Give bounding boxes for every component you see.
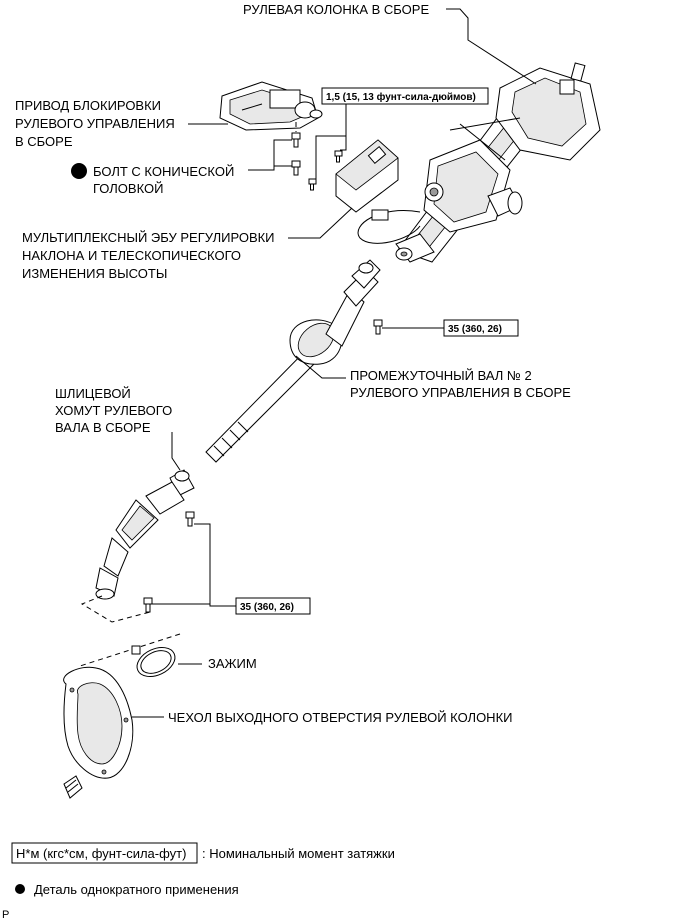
label-taper-bolt: БОЛТ С КОНИЧЕСКОЙ ГОЛОВКОЙ — [71, 163, 234, 196]
label-ecu: МУЛЬТИПЛЕКСНЫЙ ЭБУ РЕГУЛИРОВКИ НАКЛОНА И… — [22, 230, 275, 281]
torque-upper-text: 35 (360, 26) — [448, 324, 502, 335]
tilt-telescopic-ecu-drawing — [308, 139, 399, 213]
svg-text:ШЛИЦЕВОЙ: ШЛИЦЕВОЙ — [55, 386, 131, 401]
label-clamp: ЗАЖИМ — [208, 656, 257, 671]
legend-torque-unit: Н*м (кгс*см, фунт-сила-фут) — [16, 846, 186, 861]
svg-text:ПРИВОД БЛОКИРОВКИ: ПРИВОД БЛОКИРОВКИ — [15, 98, 161, 113]
clamp-drawing — [131, 645, 176, 678]
legend-torque: Н*м (кгс*см, фунт-сила-фут) : Номинальны… — [11, 842, 395, 864]
svg-text:В СБОРЕ: В СБОРЕ — [15, 134, 73, 149]
hole-cover-drawing — [63, 666, 134, 799]
label-lock-actuator: ПРИВОД БЛОКИРОВКИ РУЛЕВОГО УПРАВЛЕНИЯ В … — [15, 98, 175, 149]
non-reusable-mark-icon — [71, 163, 87, 179]
torque-lower-text: 35 (360, 26) — [240, 602, 294, 613]
torque-box-lower: 35 (360, 26) — [235, 597, 311, 615]
label-spline-yoke: ШЛИЦЕВОЙ ХОМУТ РУЛЕВОГО ВАЛА В СБОРЕ — [55, 386, 172, 435]
steering-column-drawing — [357, 62, 601, 263]
footer-mark: P — [2, 909, 9, 921]
svg-text:РУЛЕВОГО УПРАВЛЕНИЯ: РУЛЕВОГО УПРАВЛЕНИЯ — [15, 116, 175, 131]
legend-non-reusable-text: Деталь однократного применения — [34, 882, 239, 897]
svg-text:НАКЛОНА И ТЕЛЕСКОПИЧЕСКОГО: НАКЛОНА И ТЕЛЕСКОПИЧЕСКОГО — [22, 248, 241, 263]
svg-text:ХОМУТ РУЛЕВОГО: ХОМУТ РУЛЕВОГО — [55, 403, 172, 418]
intermediate-shaft-drawing — [205, 259, 381, 463]
svg-text:БОЛТ С КОНИЧЕСКОЙ: БОЛТ С КОНИЧЕСКОЙ — [93, 164, 234, 179]
svg-text:МУЛЬТИПЛЕКСНЫЙ ЭБУ РЕГУЛИРОВКИ: МУЛЬТИПЛЕКСНЫЙ ЭБУ РЕГУЛИРОВКИ — [22, 230, 275, 245]
svg-text:ВАЛА В СБОРЕ: ВАЛА В СБОРЕ — [55, 420, 151, 435]
svg-text:ИЗМЕНЕНИЯ ВЫСОТЫ: ИЗМЕНЕНИЯ ВЫСОТЫ — [22, 266, 167, 281]
torque-ecu-text: 1,5 (15, 13 фунт-сила-дюймов) — [326, 91, 476, 103]
svg-text:ГОЛОВКОЙ: ГОЛОВКОЙ — [93, 181, 163, 196]
torque-box-ecu: 1,5 (15, 13 фунт-сила-дюймов) — [321, 87, 489, 105]
label-steering-column: РУЛЕВАЯ КОЛОНКА В СБОРЕ — [243, 2, 429, 17]
leader-lines — [132, 8, 537, 718]
shaft-bolt-upper — [373, 319, 383, 335]
label-hole-cover: ЧЕХОЛ ВЫХОДНОГО ОТВЕРСТИЯ РУЛЕВОЙ КОЛОНК… — [168, 710, 513, 725]
shaft-bolt-lower-a — [185, 511, 195, 527]
taper-head-bolts — [291, 122, 301, 176]
shaft-bolt-lower-b — [143, 597, 153, 613]
legend-torque-desc: : Номинальный момент затяжки — [202, 846, 395, 861]
label-intermediate-shaft: ПРОМЕЖУТОЧНЫЙ ВАЛ № 2 РУЛЕВОГО УПРАВЛЕНИ… — [350, 368, 571, 400]
spline-yoke-drawing — [95, 469, 195, 600]
svg-text:РУЛЕВОГО УПРАВЛЕНИЯ В СБОРЕ: РУЛЕВОГО УПРАВЛЕНИЯ В СБОРЕ — [350, 385, 571, 400]
svg-text:ПРОМЕЖУТОЧНЫЙ ВАЛ № 2: ПРОМЕЖУТОЧНЫЙ ВАЛ № 2 — [350, 368, 532, 383]
torque-box-upper: 35 (360, 26) — [443, 319, 519, 337]
steering-lock-actuator-drawing — [219, 81, 323, 131]
legend-non-reusable: Деталь однократного применения — [15, 882, 239, 897]
non-reusable-legend-icon — [15, 884, 25, 894]
alignment-dashed-line-upper — [80, 595, 151, 623]
